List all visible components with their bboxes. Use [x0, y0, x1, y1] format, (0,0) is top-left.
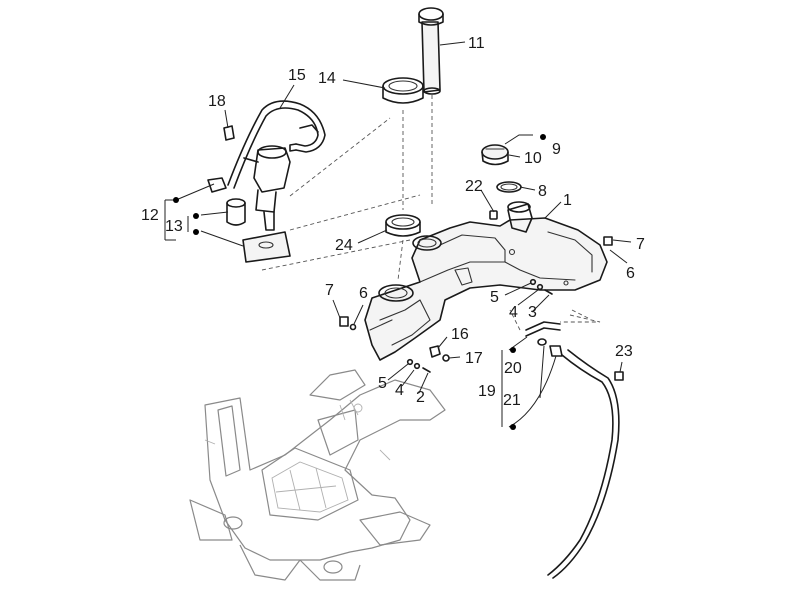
ring-nut-14	[382, 77, 424, 104]
callout-23: 23	[615, 343, 633, 360]
callout-3: 3	[528, 304, 537, 321]
dot-21	[510, 424, 516, 430]
callout-8: 8	[538, 183, 547, 200]
reference-dots	[173, 134, 546, 430]
gasket-13	[242, 231, 291, 263]
callout-18: 18	[208, 93, 226, 110]
callout-21: 21	[503, 392, 521, 409]
fuel-tank	[364, 201, 608, 361]
dot-12	[173, 197, 179, 203]
callout-labels: 1 2 3 4 4 5 5 6 6 7 7 8 9 10 11 12 13 14…	[141, 35, 645, 409]
callout-7-left: 7	[325, 282, 334, 299]
small-parts	[339, 144, 624, 579]
callout-6-right: 6	[626, 265, 635, 282]
callout-7-right: 7	[636, 236, 645, 253]
fuel-sender-11	[418, 7, 444, 95]
callout-4-lower: 4	[395, 382, 404, 399]
callout-2: 2	[416, 389, 425, 406]
callout-9: 9	[552, 141, 561, 158]
callout-10: 10	[524, 150, 542, 167]
callout-16: 16	[451, 326, 469, 343]
dot-20	[510, 347, 516, 353]
callout-5-right: 5	[490, 289, 499, 306]
scooter-frame	[189, 369, 446, 581]
dot-13a	[193, 213, 199, 219]
callout-11: 11	[468, 35, 485, 52]
leader-lines	[164, 41, 632, 428]
callout-20: 20	[504, 360, 522, 377]
callout-6-left: 6	[359, 285, 368, 302]
callout-13: 13	[165, 218, 183, 235]
dot-13b	[193, 229, 199, 235]
assembly-lines	[261, 95, 601, 331]
callout-1: 1	[563, 192, 572, 209]
callout-17: 17	[465, 350, 483, 367]
ring-24	[385, 214, 421, 237]
callout-24: 24	[335, 237, 353, 254]
callout-12: 12	[141, 207, 159, 224]
callout-4-right: 4	[509, 304, 518, 321]
callout-14: 14	[318, 70, 336, 87]
fuel-filter-13	[226, 198, 246, 226]
callout-15: 15	[288, 67, 306, 84]
callout-19: 19	[478, 383, 496, 400]
dot-9	[540, 134, 546, 140]
callout-22: 22	[465, 178, 483, 195]
callout-5-lower: 5	[378, 375, 387, 392]
fuel-pump-assembly	[207, 100, 326, 231]
